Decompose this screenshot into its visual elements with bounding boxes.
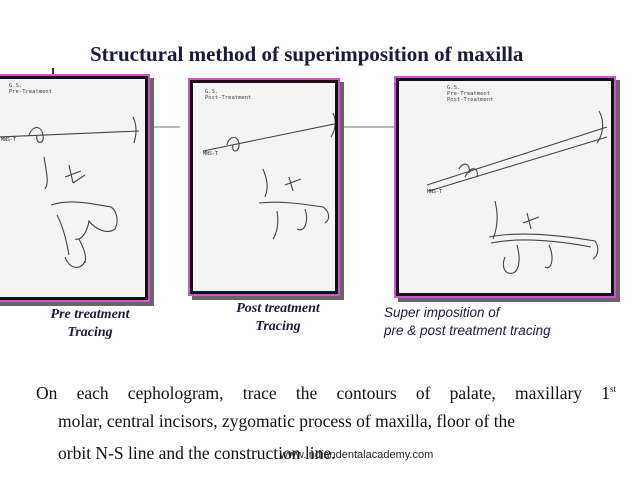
superimposition-header: G.S. Pre-Treatment Post-Treatment (447, 85, 494, 103)
pre-treatment-label: MNS-T (1, 137, 16, 143)
divider-line-middle (340, 126, 395, 128)
body-line-1: On each cephologram, trace the contours … (36, 373, 616, 405)
post-treatment-sketch: MNS-T (202, 112, 335, 240)
pre-treatment-caption: Pre treatment Tracing (30, 306, 150, 342)
pre-treatment-caption-line1: Pre treatment (50, 307, 130, 322)
pre-treatment-tracing-image: G.S. Pre-Treatment MNS-T (0, 76, 148, 300)
superimposition-caption-line1: Super imposition of (384, 305, 500, 320)
superimposition-tracing-image: G.S. Pre-Treatment Post-Treatment MNS-T (396, 78, 614, 296)
body-paragraph: On each cephologram, trace the contours … (36, 373, 616, 469)
pre-treatment-header: G.S. Pre-Treatment (9, 83, 53, 95)
superimposition-label: MNS-T (427, 189, 442, 195)
decorative-tick (52, 68, 54, 80)
slide-title: Structural method of superimposition of … (90, 42, 524, 66)
superimposition-caption: Super imposition of pre & post treatment… (384, 304, 624, 340)
post-treatment-tracing-image: G.S. Post-Treatment MNS-T (190, 80, 338, 294)
pre-treatment-caption-line2: Tracing (67, 325, 113, 340)
superimposition-caption-line2: pre & post treatment tracing (384, 323, 551, 338)
post-treatment-label: MNS-T (203, 151, 218, 157)
superimposition-sketch: MNS-T (426, 110, 608, 274)
ordinal-superscript: st (609, 384, 616, 394)
post-treatment-caption-line1: Post treatment (236, 301, 320, 316)
divider-line-left (150, 126, 180, 128)
pre-treatment-sketch: MNS-T (0, 116, 140, 268)
body-line-2: molar, central incisors, zygomatic proce… (58, 411, 516, 431)
body-line-3: orbit N-S line and the construction line… (58, 443, 336, 463)
body-line-1-text: On each cephologram, trace the contours … (36, 382, 610, 403)
post-treatment-caption: Post treatment Tracing (218, 300, 338, 336)
watermark-url: www.indiandentalacademy.com (280, 449, 434, 461)
post-treatment-header: G.S. Post-Treatment (205, 89, 252, 101)
post-treatment-caption-line2: Tracing (255, 319, 301, 334)
